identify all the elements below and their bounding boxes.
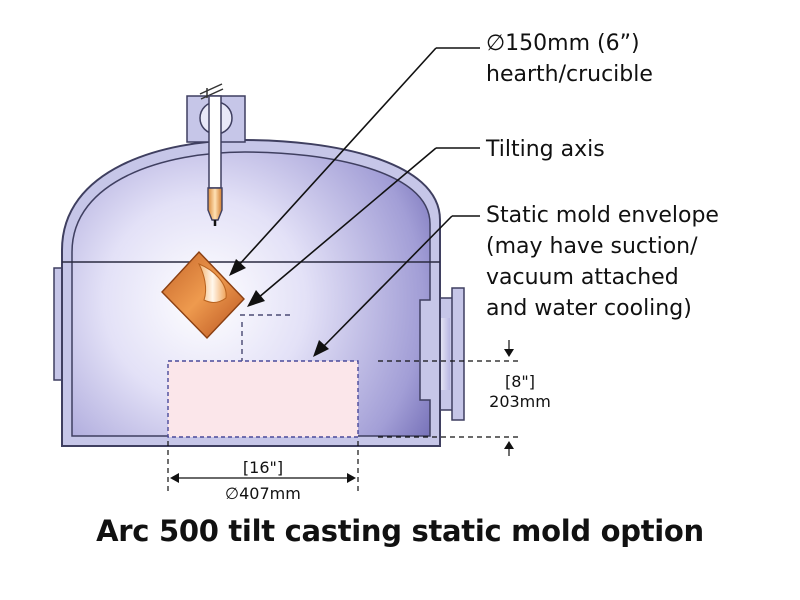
callout-leader-tilting-axis <box>247 147 480 307</box>
callout-mold-line2: (may have suction/ <box>486 234 698 259</box>
callout-leader-hearth <box>229 47 480 276</box>
width-dimension <box>167 441 359 492</box>
callout-hearth-line1: ∅150mm (6”) <box>486 31 640 56</box>
callout-tilting-axis: Tilting axis <box>486 137 605 162</box>
height-imperial: [8"] <box>504 372 536 391</box>
width-metric-label: ∅407mm <box>225 484 301 503</box>
callout-mold-line3: vacuum attached <box>486 265 679 290</box>
hearth-crucible <box>161 250 245 340</box>
diagram-title: Arc 500 tilt casting static mold option <box>96 514 704 548</box>
callout-hearth: ∅150mm (6”) hearth/crucible <box>486 28 653 90</box>
height-dimension <box>378 340 518 456</box>
static-mold-envelope <box>167 360 359 438</box>
callout-leader-mold-envelope <box>313 215 480 357</box>
width-imperial-label: [16"] <box>242 458 284 477</box>
callout-mold-line1: Static mold envelope <box>486 203 719 228</box>
height-dimension-label: [8"] 203mm <box>484 372 556 412</box>
electrode-torch <box>207 95 223 226</box>
callout-mold-envelope: Static mold envelope (may have suction/ … <box>486 200 719 324</box>
callout-mold-line4: and water cooling) <box>486 296 692 321</box>
height-metric: 203mm <box>489 392 551 411</box>
callout-hearth-line2: hearth/crucible <box>486 62 653 87</box>
